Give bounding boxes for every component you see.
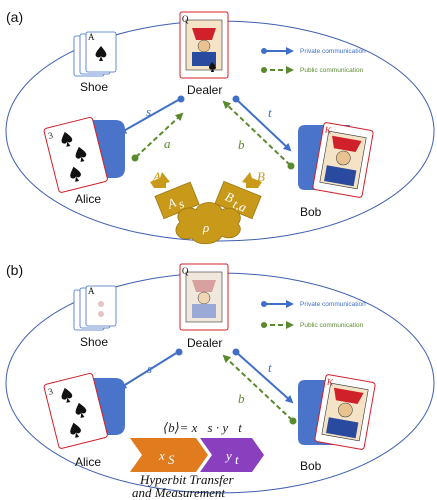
panel-b-tag: (b) xyxy=(6,262,23,278)
formula-label: ⟨b⟩= x⃗s · y⃗t xyxy=(163,420,242,435)
bob-label-b: Bob xyxy=(300,459,322,473)
dealer-label-b: Dealer xyxy=(187,336,222,350)
svg-text:K: K xyxy=(324,124,333,135)
svg-text:3: 3 xyxy=(47,130,54,141)
edge-t-b xyxy=(235,351,294,404)
spade-icon xyxy=(95,46,107,61)
panel-a: (a) A Shoe Q Private communication xyxy=(5,9,435,245)
shoe-deck-b: A xyxy=(73,285,117,331)
svg-text:t: t xyxy=(235,452,239,467)
svg-text:A: A xyxy=(88,32,95,42)
shoe-deck-a: A xyxy=(73,31,117,77)
shoe-label-a: Shoe xyxy=(80,80,108,94)
label-A-a: A xyxy=(152,169,161,184)
panel-b: (b) A Shoe Q Private communication Publi… xyxy=(5,262,435,500)
edge-s-label-a: s xyxy=(146,104,151,119)
svg-text:s: s xyxy=(176,196,186,212)
edge-a-a xyxy=(135,112,184,158)
edge-a-label-a: a xyxy=(164,136,171,151)
svg-text:Q: Q xyxy=(182,266,189,276)
edge-b-label-b: b xyxy=(238,391,245,406)
measurement-a: A B A s B t,a ρ xyxy=(150,169,265,245)
edge-b-label-a: b xyxy=(238,137,245,152)
alice-hand-a: 3 xyxy=(43,116,125,193)
hyperbit-graphic: ⟨b⟩= x⃗s · y⃗t x⃗ S y⃗ t Hyperbit Transf… xyxy=(130,420,264,500)
caption-line1: Hyperbit Transfer xyxy=(139,472,234,487)
legend-public-b: Public communication xyxy=(300,322,364,329)
legend-b: Private communication Public communicati… xyxy=(261,300,366,329)
svg-text:3: 3 xyxy=(47,386,54,397)
bob-label-a: Bob xyxy=(300,205,322,219)
rho-cloud xyxy=(175,202,241,245)
yt-chevron xyxy=(200,438,264,472)
legend-a: Private communication Public communicati… xyxy=(261,47,366,74)
label-B-a: B xyxy=(257,169,265,184)
dealer-label-a: Dealer xyxy=(187,83,222,97)
edge-t-a xyxy=(235,98,292,152)
svg-text:S: S xyxy=(168,452,175,467)
edge-b-a xyxy=(222,100,291,166)
svg-text:K: K xyxy=(326,376,335,387)
dealer-card-a: Q xyxy=(179,11,229,79)
alice-label-a: Alice xyxy=(75,192,101,206)
edge-s-a xyxy=(118,98,181,134)
bob-hand-b: K xyxy=(298,374,376,450)
edge-s-b xyxy=(118,351,179,390)
panel-a-tag: (a) xyxy=(6,9,23,25)
edge-t-label-b: t xyxy=(268,360,272,375)
svg-text:y⃗: y⃗ xyxy=(224,448,242,463)
svg-text:Q: Q xyxy=(182,14,189,24)
legend-private-a: Private communication xyxy=(300,48,366,55)
legend-private-b: Private communication xyxy=(300,301,366,308)
dealer-card-b: Q xyxy=(179,263,229,331)
bob-hand-a: K xyxy=(298,122,374,198)
alice-label-b: Alice xyxy=(75,455,101,469)
svg-text:A: A xyxy=(88,286,95,296)
alice-hand-b: 3 xyxy=(43,372,125,449)
caption-line2: and Measurement xyxy=(132,485,225,500)
edge-t-label-a: t xyxy=(268,105,272,120)
rho-label: ρ xyxy=(202,220,209,235)
shoe-label-b: Shoe xyxy=(80,335,108,349)
edge-s-label-b: s xyxy=(147,361,152,376)
xs-chevron xyxy=(130,438,208,472)
edge-b-b xyxy=(222,354,293,421)
svg-text:x⃗: x⃗ xyxy=(158,448,175,463)
legend-public-a: Public communication xyxy=(300,67,364,74)
